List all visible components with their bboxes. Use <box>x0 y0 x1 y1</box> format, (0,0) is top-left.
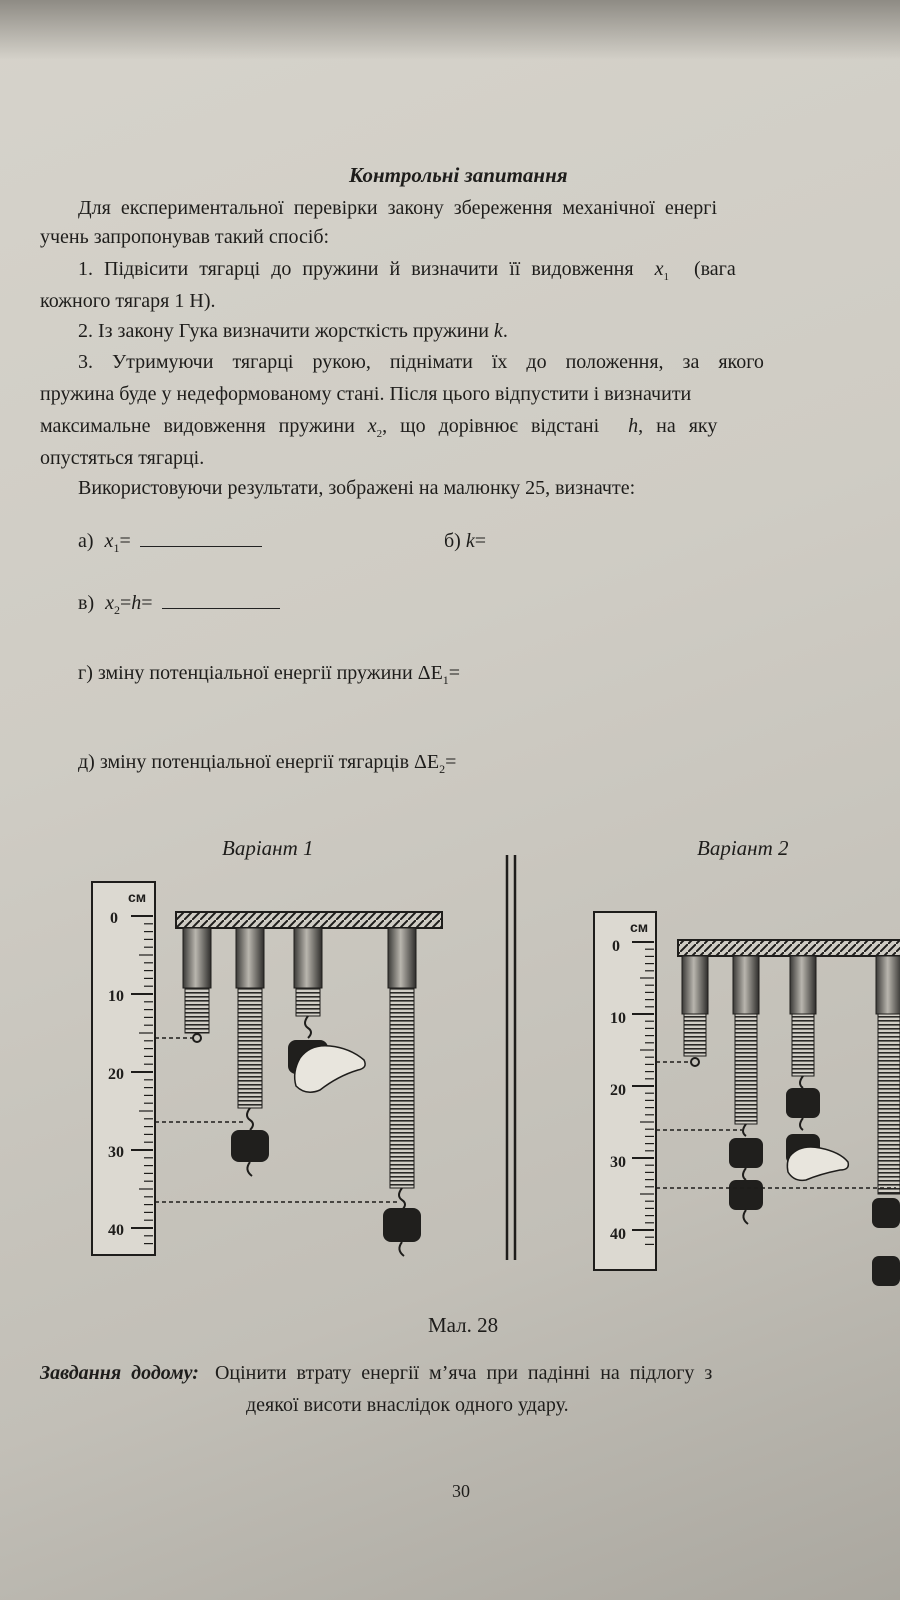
answer-a-blank[interactable] <box>139 546 262 547</box>
ruler-2-label: 30 <box>610 1154 626 1171</box>
ruler-1-ticks <box>131 915 153 1245</box>
step-3-line-3: максимальне видовження пружини x2, що до… <box>40 413 717 447</box>
spring-1-weighted <box>231 927 269 1177</box>
question-a-sub: 1 <box>113 541 120 555</box>
hand-2 <box>786 1146 850 1182</box>
question-b-label: б) <box>444 530 461 552</box>
ruler-2-label: 40 <box>610 1226 626 1243</box>
ruler-1-unit: см <box>128 889 147 905</box>
step-3-text-b: , що дорівнює відстані <box>382 415 600 437</box>
question-d-eq: = <box>445 751 457 773</box>
weight-2f <box>872 1256 900 1286</box>
intro-line-2: учень запропонував такий спосіб: <box>40 226 330 248</box>
figure-caption: Мал. 28 <box>428 1313 499 1337</box>
weight-2c <box>786 1088 820 1118</box>
question-a-label: а) <box>78 530 94 552</box>
homework-line-1: Завдання додому: Оцінити втрату енергії … <box>40 1360 712 1386</box>
ruler-1-label: 0 <box>110 910 118 927</box>
question-v-sub: 2 <box>114 603 120 617</box>
question-g-text: г) зміну потенціальної енергії пружини Δ… <box>78 662 443 684</box>
step-3-text-c: , на яку <box>638 415 718 437</box>
step-3-var: x <box>367 415 377 437</box>
question-a: а) x1= <box>78 528 262 561</box>
ceiling-2 <box>677 939 900 957</box>
step-3-line-4: опустяться тягарці. <box>40 447 205 469</box>
step-3-line-2: пружина буде у недеформованому стані. Пі… <box>40 383 692 405</box>
step-3-text-a: максимальне видовження пружини <box>40 415 355 437</box>
spring-1-hand <box>288 927 366 1093</box>
step-2-var: k <box>493 320 503 342</box>
step-3-line-1: 3. Утримуючи тягарці рукою, піднімати їх… <box>78 351 764 373</box>
question-g: г) зміну потенціальної енергії пружини Δ… <box>78 660 460 693</box>
spring-2-weighted <box>729 955 763 1225</box>
task-line: Використовуючи результати, зображені на … <box>78 477 636 499</box>
hand-1 <box>293 1045 366 1093</box>
spring-2-short <box>681 955 709 1067</box>
ruler-2-unit: см <box>630 919 649 935</box>
weight-1c <box>383 1208 421 1242</box>
weight-1a <box>231 1130 269 1162</box>
homework-line-2: деякої висоти внаслідок одного удару. <box>246 1394 569 1416</box>
ruler-1-label: 40 <box>108 1222 124 1239</box>
step-2-dot: . <box>502 320 508 342</box>
question-a-eq: = <box>119 530 131 552</box>
step-1-var: x <box>654 258 664 280</box>
step-1-sub: 1 <box>663 271 669 283</box>
question-g-sub: 1 <box>442 673 449 687</box>
ruler-2-label: 0 <box>612 938 620 955</box>
step-3-sub: 2 <box>376 428 383 440</box>
question-v-mid: = <box>120 592 132 614</box>
weight-2b <box>729 1180 763 1210</box>
ruler-2-ticks <box>632 941 654 1246</box>
variant-2-caption: Варіант 2 <box>697 836 789 860</box>
page-number: 30 <box>452 1481 470 1501</box>
question-a-var: x <box>104 530 114 552</box>
question-v: в) x2=h= <box>78 590 280 623</box>
ceiling-1 <box>175 911 443 929</box>
question-v-eq: = <box>141 592 153 614</box>
ruler-1 <box>91 881 156 1256</box>
ruler-1-label: 30 <box>108 1144 124 1161</box>
question-d: д) зміну потенціальної енергії тягарців … <box>78 749 456 782</box>
step-1-tail: (вага <box>693 258 736 280</box>
question-b: б) k= <box>444 528 486 554</box>
variant-1-caption: Варіант 1 <box>222 836 314 860</box>
question-v-label: в) <box>78 592 95 614</box>
weight-2a <box>729 1138 763 1168</box>
homework-text-1: Оцінити втрату енергії м’яча при падінні… <box>214 1362 713 1384</box>
question-b-var: k <box>465 530 475 552</box>
spring-1-max <box>383 927 421 1257</box>
question-d-text: д) зміну потенціальної енергії тягарців … <box>78 751 440 773</box>
question-v-h: h <box>131 592 142 614</box>
ruler-2-label: 20 <box>610 1082 626 1099</box>
spring-2-max <box>872 955 900 1286</box>
step-3-h: h <box>628 415 639 437</box>
spring-2-hand <box>786 955 850 1182</box>
intro-line-1: Для експериментальної перевірки закону з… <box>78 197 718 219</box>
step-1-line-1: 1. Підвісити тягарці до пружини й визнач… <box>78 256 736 290</box>
ruler-2-label: 10 <box>610 1010 626 1027</box>
step-2-text: 2. Із закону Гука визначити жорсткість п… <box>78 320 489 342</box>
step-2-line: 2. Із закону Гука визначити жорсткість п… <box>78 318 508 344</box>
ruler-1-label: 10 <box>108 988 124 1005</box>
question-b-eq: = <box>474 530 487 552</box>
spring-1-short <box>182 927 212 1043</box>
ruler-1-label: 20 <box>108 1066 124 1083</box>
answer-v-blank[interactable] <box>161 608 280 609</box>
ruler-2 <box>593 911 657 1271</box>
page-top-shadow <box>0 0 900 60</box>
section-title: Контрольні запитання <box>349 163 568 187</box>
question-d-sub: 2 <box>439 762 446 776</box>
step-1-text: 1. Підвісити тягарці до пружини й визнач… <box>78 258 634 280</box>
step-1-line-2: кожного тягаря 1 Н). <box>40 290 216 312</box>
question-g-eq: = <box>448 662 461 684</box>
weight-2e <box>872 1198 900 1228</box>
question-v-var: x <box>105 592 114 614</box>
homework-label: Завдання додому: <box>40 1362 199 1384</box>
